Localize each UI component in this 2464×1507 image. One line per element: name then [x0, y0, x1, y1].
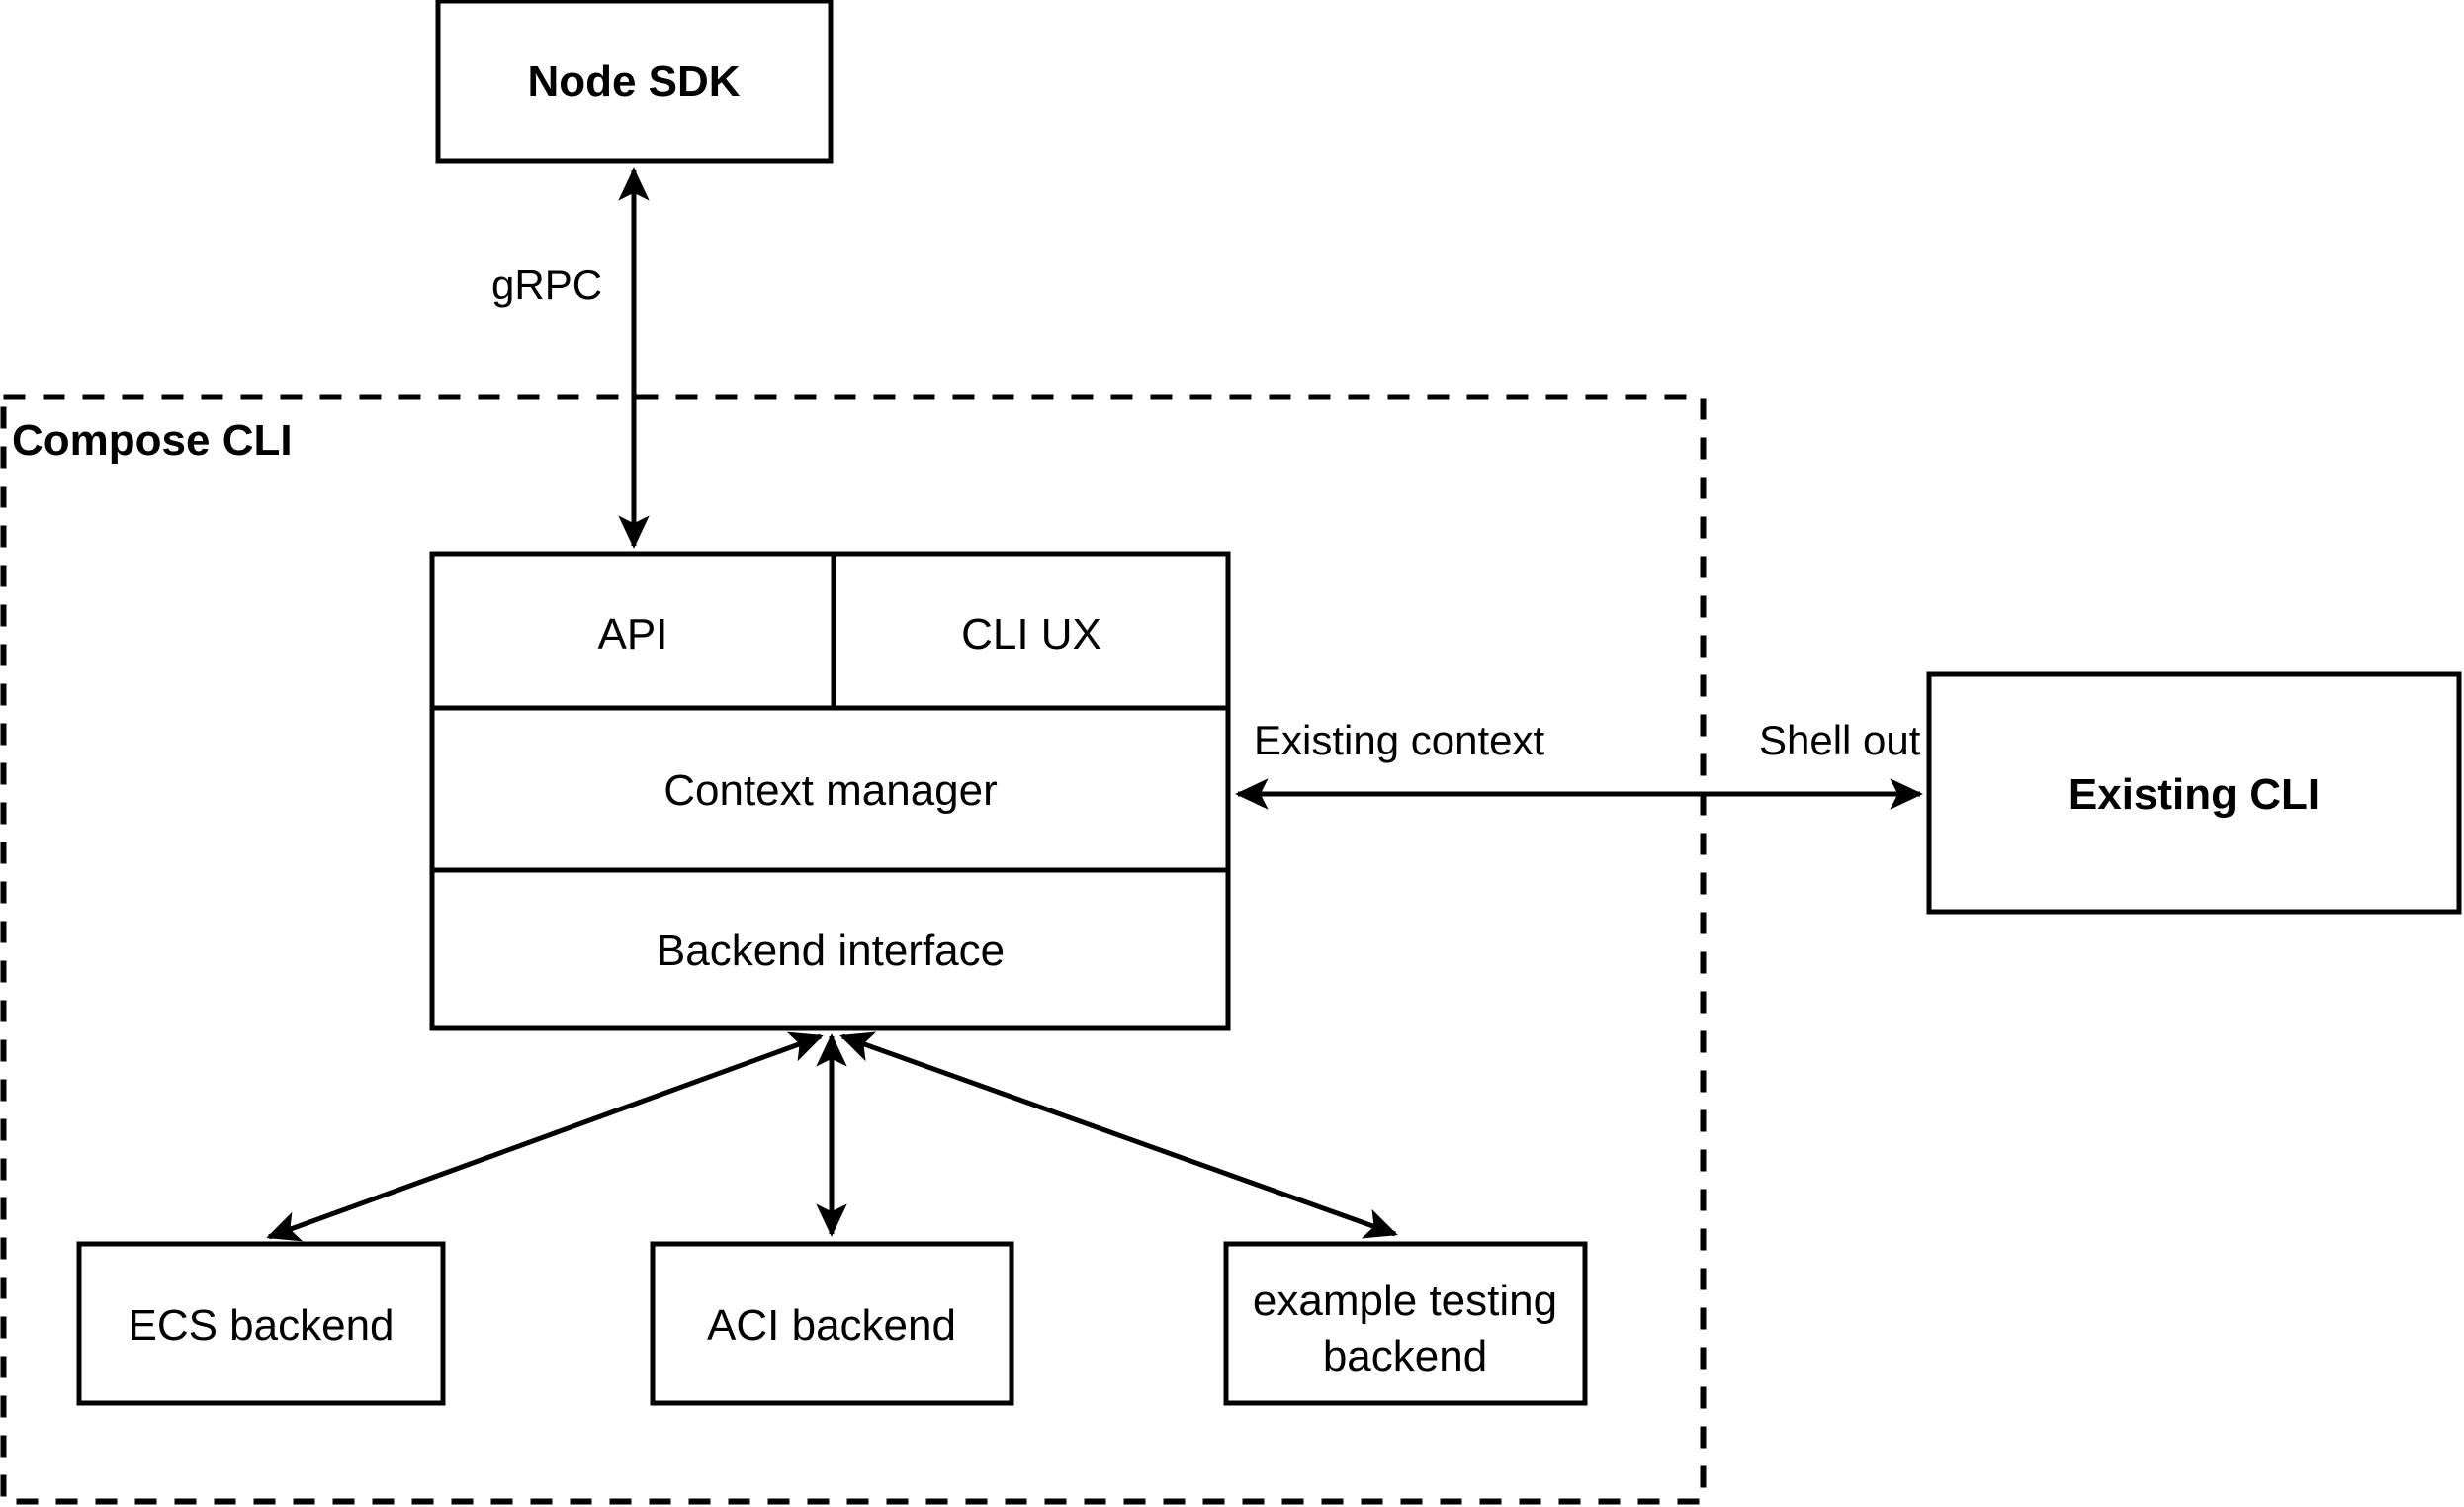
node-box-example-testing-backend[interactable]: [1223, 1241, 1588, 1406]
node-label-ecs-backend: ECS backend: [128, 1301, 394, 1350]
node-label-example-testing-backend-line1: example testing: [1253, 1277, 1557, 1325]
node-label-node-sdk: Node SDK: [527, 57, 740, 106]
edge-backend-to-ecs: [266, 1031, 824, 1242]
node-label-backend-interface: Backend interface: [657, 927, 1005, 975]
node-box-node-sdk[interactable]: [435, 0, 834, 164]
edge-label-shell-out: Shell out: [1759, 717, 1921, 763]
node-label-api: API: [598, 610, 668, 659]
node-label-cli-ux: CLI UX: [961, 610, 1101, 659]
node-box-aci-backend[interactable]: [650, 1241, 1014, 1406]
node-box-existing-cli[interactable]: [1926, 671, 2462, 915]
node-label-existing-cli: Existing CLI: [2068, 770, 2320, 819]
edge-backend-to-example: [839, 1031, 1398, 1239]
node-label-example-testing-backend-line2: backend: [1323, 1332, 1487, 1380]
node-box-ecs-backend[interactable]: [76, 1241, 446, 1406]
node-label-context-manager: Context manager: [663, 766, 998, 815]
node-stack-frame: [429, 551, 1231, 1031]
group-compose-cli-label: Compose CLI: [12, 416, 293, 465]
node-label-aci-backend: ACI backend: [707, 1301, 956, 1350]
edge-label-existing-context: Existing context: [1254, 717, 1544, 763]
edge-label-grpc: gRPC: [491, 261, 602, 308]
group-compose-cli: [0, 394, 1707, 1505]
